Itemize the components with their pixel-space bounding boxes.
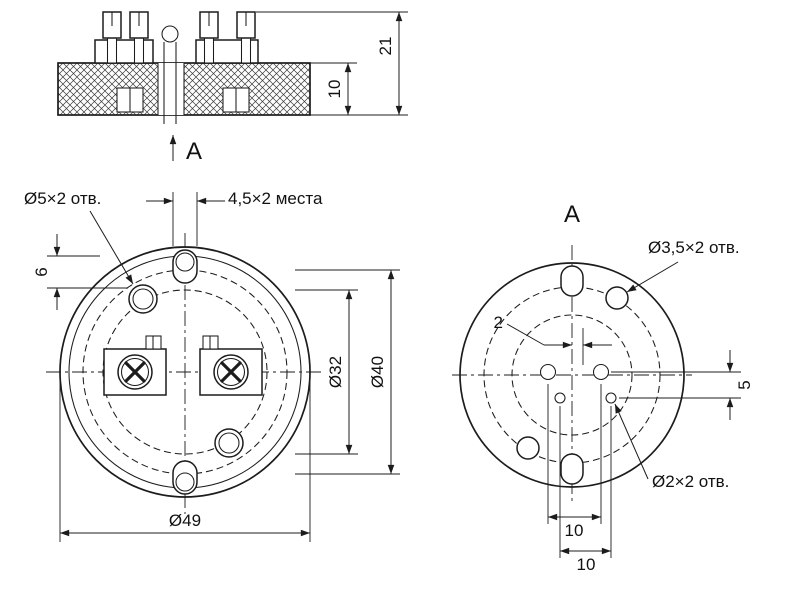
view-a-dimensions: Ø3,5×2 отв. 2 5 Ø2×2 отв. 10 10 [494, 238, 754, 574]
section-view [57, 11, 311, 124]
hole-d2-right [605, 392, 617, 404]
label-holes-d5: Ø5×2 отв. [24, 189, 101, 208]
dim-d32: Ø32 [326, 356, 345, 388]
label-holes-d2: Ø2×2 отв. [652, 472, 729, 491]
recessed-screw-right [222, 87, 250, 113]
mounting-slot-top [172, 249, 198, 284]
dim-offset-5: 5 [735, 380, 754, 389]
dim-plate-thickness: 10 [325, 80, 344, 99]
recessed-screw-left [116, 87, 144, 113]
clamp-screw-right [202, 335, 219, 350]
front-view [46, 233, 324, 514]
dim-d49: Ø49 [169, 511, 201, 530]
section-dimensions: 10 21 A [169, 11, 408, 165]
dim-total-height: 21 [376, 37, 395, 56]
phillips-screw-left [117, 354, 153, 390]
terminal-block-left-side [94, 39, 154, 64]
phillips-screw-right [213, 354, 249, 390]
front-view-dimensions: 4,5×2 места Ø5×2 отв. 6 Ø32 Ø40 Ø49 [24, 189, 400, 542]
label-slots: 4,5×2 места [228, 189, 323, 208]
dim-offset-6: 6 [32, 267, 51, 276]
contact-hole-right [592, 363, 610, 381]
screw-2 [129, 11, 149, 64]
hole-d2-left [554, 392, 566, 404]
hole-d35-lower-left [516, 436, 540, 460]
slot-bottom [560, 453, 584, 485]
contact-hole-left [539, 363, 557, 381]
screw-4 [236, 11, 256, 64]
bolt-circle-inner [511, 314, 633, 436]
view-a: A [452, 201, 692, 505]
mounting-slot-bottom [172, 460, 198, 495]
center-post [161, 25, 179, 124]
hole-d5-lower-right [214, 428, 244, 458]
screw-3 [199, 11, 219, 64]
clamp-screw-left [145, 335, 162, 350]
hole-d35-upper-right [605, 286, 629, 310]
dim-d40: Ø40 [368, 356, 387, 388]
dim-offset-2: 2 [494, 313, 503, 332]
circle-d32 [102, 289, 268, 455]
view-direction-label: A [186, 138, 202, 165]
slot-top [560, 265, 584, 297]
view-a-title: A [564, 201, 580, 228]
label-holes-d35: Ø3,5×2 отв. [648, 238, 740, 257]
dim-spacing-10-lower: 10 [577, 555, 596, 574]
hole-d5-upper-left [128, 284, 158, 314]
screw-1 [102, 11, 122, 64]
dim-spacing-10-upper: 10 [565, 521, 584, 540]
